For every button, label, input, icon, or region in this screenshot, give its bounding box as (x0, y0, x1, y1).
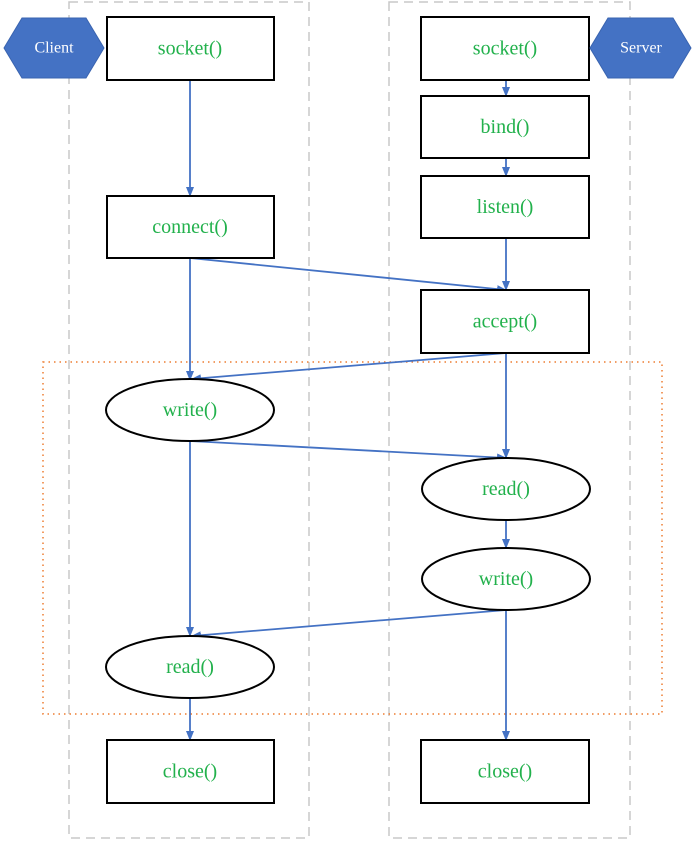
arrow-server-accept-to-client-write (191, 352, 507, 383)
connectors (186, 80, 510, 741)
server-listen-node: listen() (420, 175, 590, 239)
server-write-label: write() (479, 568, 533, 590)
server-socket-label: socket() (473, 38, 537, 60)
arrow-client-write-to-server-read (189, 440, 507, 462)
data-exchange-region (42, 361, 663, 715)
server-listen-label: listen() (477, 196, 534, 218)
server-tag-label: Server (620, 40, 662, 57)
client-close-node: close() (106, 739, 275, 804)
server-bind-label: bind() (481, 116, 530, 138)
client-connect-label: connect() (152, 216, 228, 238)
arrow-server-write-to-client-read (191, 609, 507, 640)
client-tag: Client (3, 17, 105, 79)
server-accept-label: accept() (473, 311, 537, 333)
client-read-label: read() (166, 656, 214, 678)
server-read-label: read() (482, 478, 530, 500)
client-socket-label: socket() (158, 38, 222, 60)
client-read-node: read() (105, 635, 275, 699)
server-write-node: write() (421, 547, 591, 611)
server-socket-node: socket() (420, 16, 590, 81)
server-lane (388, 1, 631, 839)
server-read-node: read() (421, 457, 591, 521)
client-connect-node: connect() (106, 195, 275, 259)
client-tag-label: Client (34, 40, 74, 57)
server-accept-node: accept() (420, 289, 590, 354)
server-close-node: close() (420, 739, 590, 804)
server-tag: Server (589, 17, 692, 79)
client-close-label: close() (163, 761, 217, 783)
client-write-label: write() (163, 399, 217, 421)
server-bind-node: bind() (420, 95, 590, 159)
client-socket-node: socket() (106, 16, 275, 81)
arrow-client-connect-to-accept (189, 257, 507, 294)
client-write-node: write() (105, 378, 275, 442)
server-close-label: close() (478, 761, 532, 783)
client-lane (68, 1, 310, 839)
